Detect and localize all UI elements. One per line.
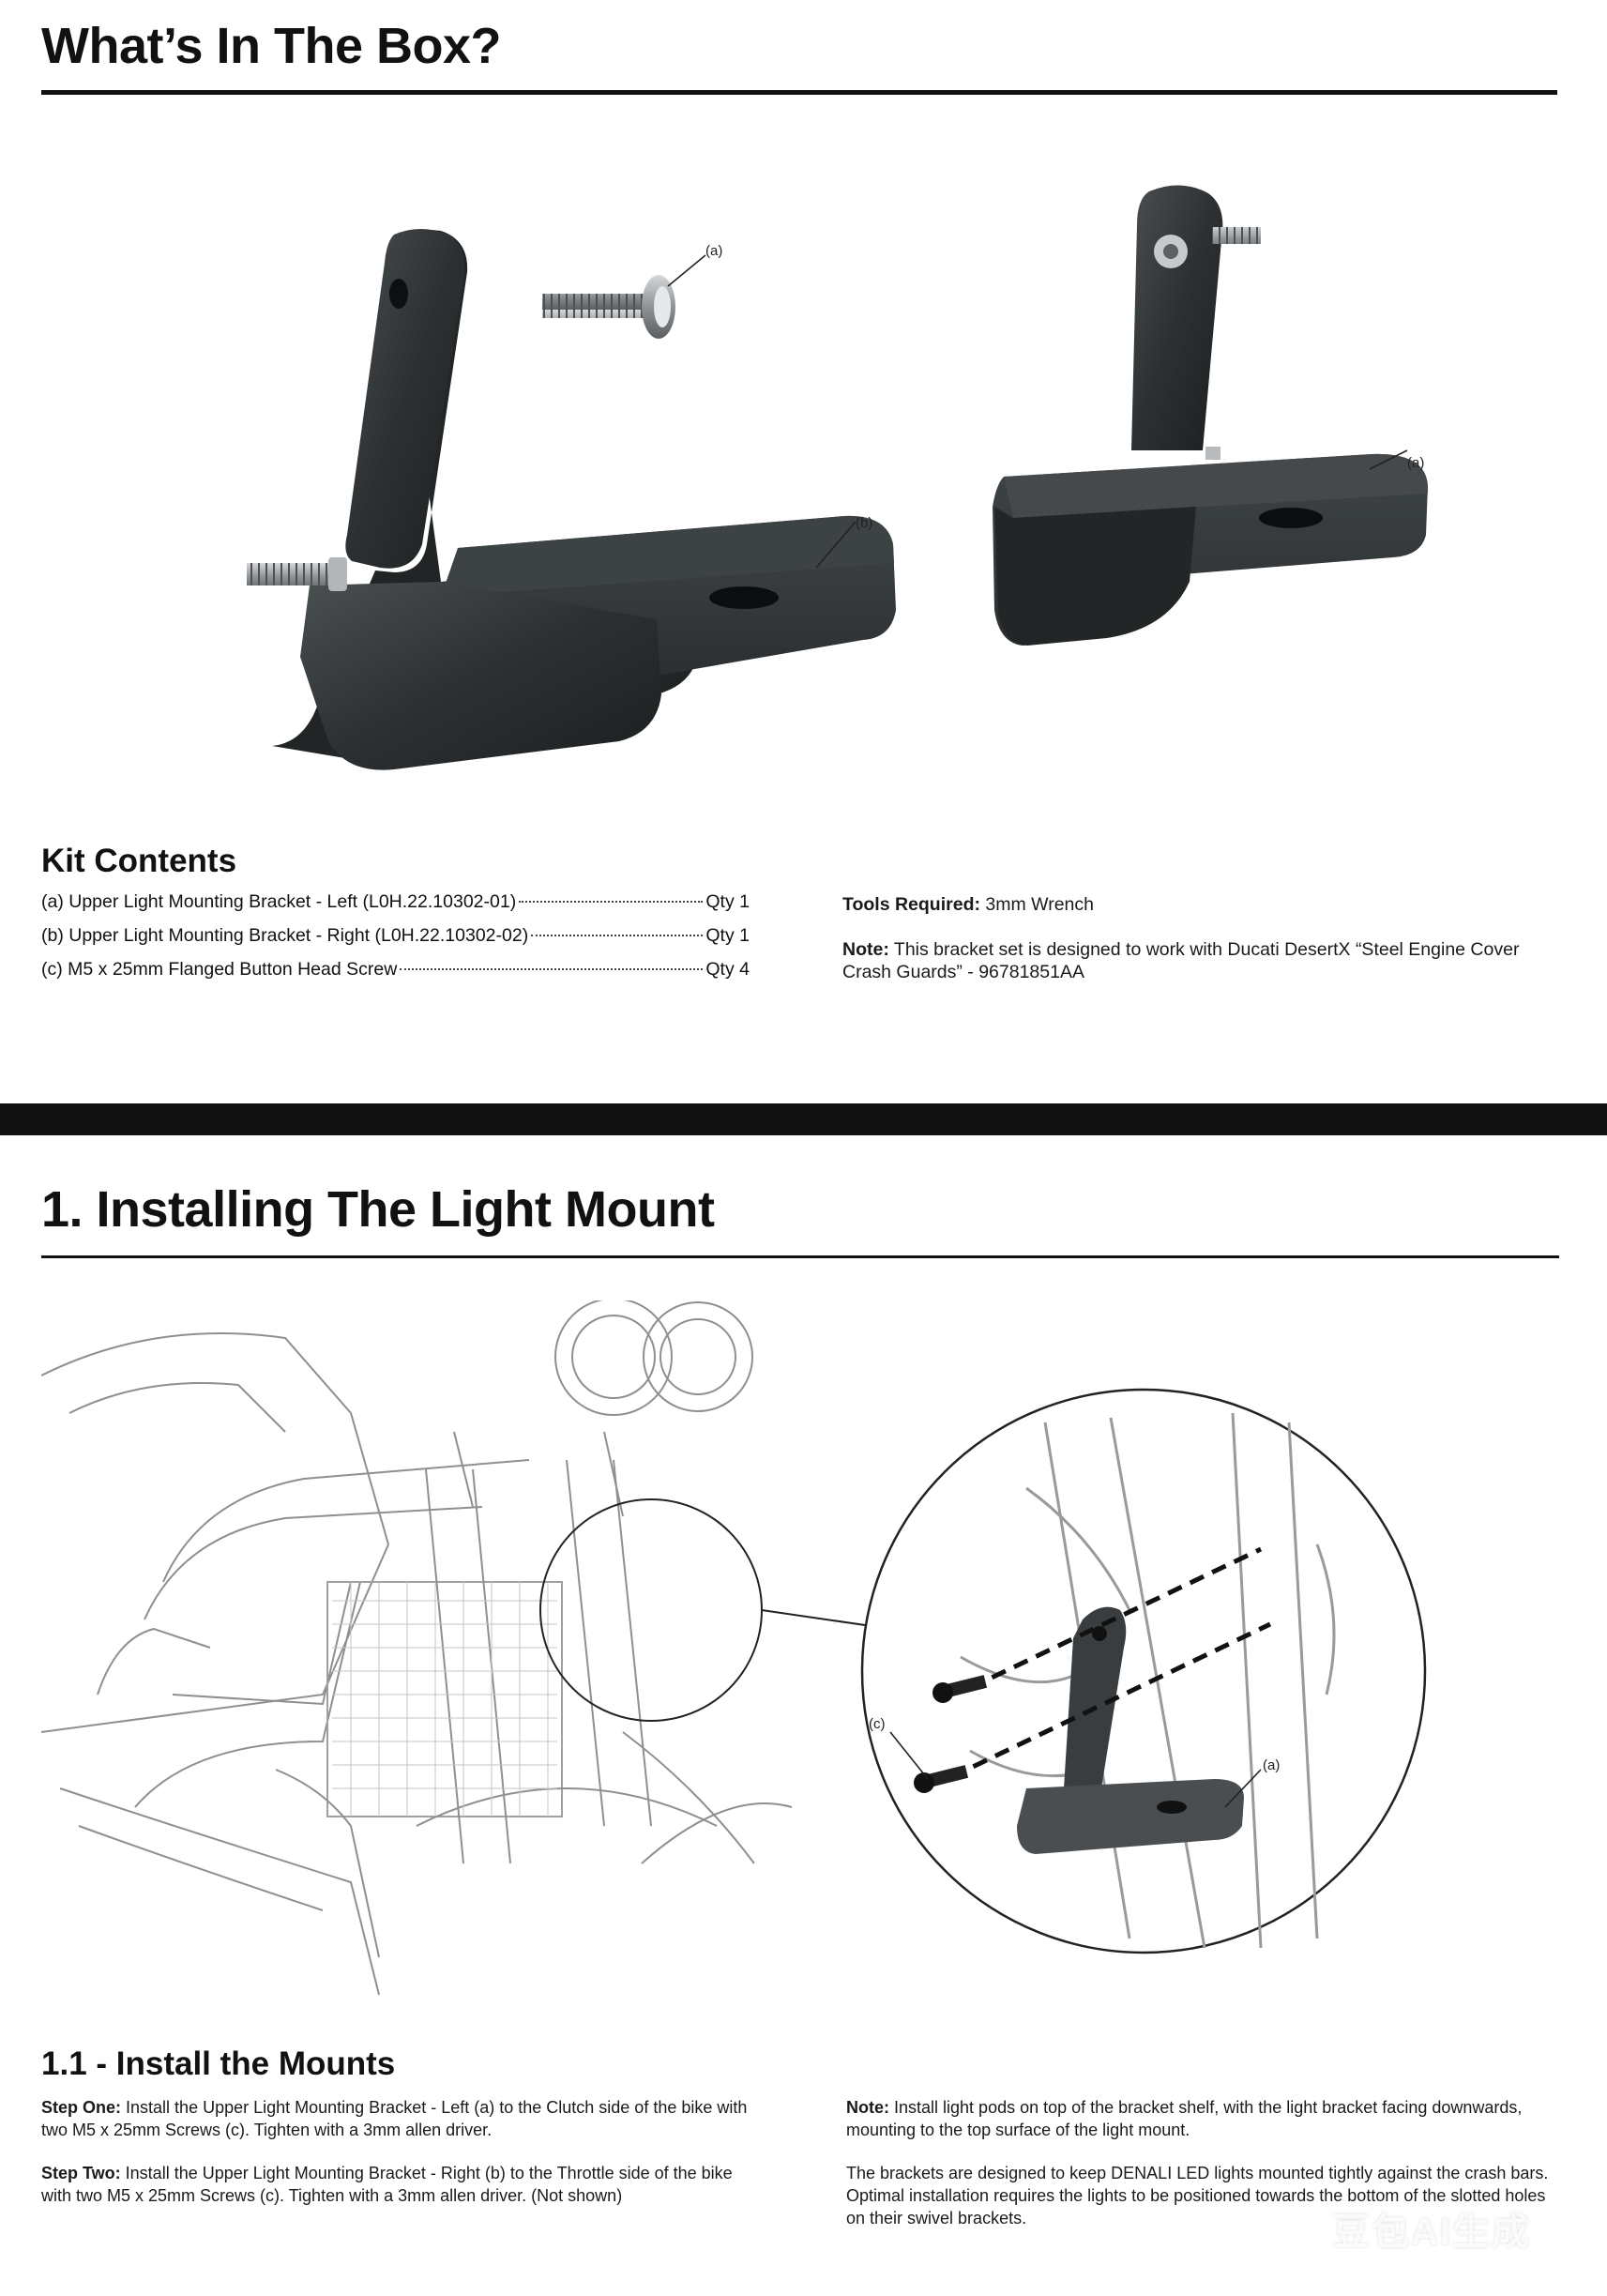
callout-b: (b)	[856, 515, 872, 531]
step-two-text: Install the Upper Light Mounting Bracket…	[41, 2164, 733, 2205]
steps-column: Step One: Install the Upper Light Mounti…	[41, 2096, 764, 2228]
step-one-text: Install the Upper Light Mounting Bracket…	[41, 2098, 748, 2139]
section-divider	[0, 1103, 1607, 1135]
callout-a1: (a)	[705, 243, 722, 259]
kit-item: (c) M5 x 25mm Flanged Button Head Screw …	[41, 959, 750, 993]
notes-column: Note: Install light pods on top of the b…	[846, 2096, 1559, 2250]
kit-item-qty: Qty 1	[705, 891, 750, 912]
bracket-left-image	[247, 229, 896, 770]
tools-value: 3mm Wrench	[985, 894, 1094, 915]
install-illustration: (c) (a)	[41, 1300, 1427, 1996]
kit-item-label: (b) Upper Light Mounting Bracket - Right…	[41, 925, 529, 946]
kit-note-label: Note:	[842, 939, 889, 960]
product-illustration: (a) (b) (a)	[247, 185, 1428, 770]
callout-lines	[667, 254, 1408, 569]
tools-label: Tools Required:	[842, 894, 980, 915]
section1-rule	[41, 1255, 1559, 1258]
watermark: 豆包AI生成	[1332, 2212, 1531, 2253]
kit-item-label: (c) M5 x 25mm Flanged Button Head Screw	[41, 959, 398, 980]
kit-item-label: (a) Upper Light Mounting Bracket - Left …	[41, 891, 517, 912]
step-one-label: Step One:	[41, 2098, 122, 2117]
install-callout-lines	[889, 1731, 1262, 1808]
install-note-2: The brackets are designed to keep DENALI…	[846, 2164, 1549, 2228]
motorcycle-sketch	[41, 1300, 793, 1996]
kit-heading: Kit Contents	[41, 843, 237, 879]
install-note: Note: Install light pods on top of the b…	[846, 2096, 1559, 2141]
kit-list: (a) Upper Light Mounting Bracket - Left …	[41, 891, 750, 993]
kit-note-text: This bracket set is designed to work wit…	[842, 939, 1520, 982]
callout-a: (a)	[1263, 1757, 1280, 1773]
kit-item-qty: Qty 1	[705, 925, 750, 946]
zoom-detail	[860, 1388, 1427, 1954]
box-title: What’s In The Box?	[41, 18, 502, 74]
tools-block: Tools Required: 3mm Wrench Note: This br…	[842, 891, 1537, 983]
radiator-grille	[332, 1582, 557, 1817]
kit-item: (b) Upper Light Mounting Bracket - Right…	[41, 925, 750, 959]
tools-required: Tools Required: 3mm Wrench	[842, 891, 1537, 918]
step-two: Step Two: Install the Upper Light Mounti…	[41, 2162, 764, 2207]
step-two-label: Step Two:	[41, 2164, 121, 2182]
box-title-rule	[41, 90, 1557, 95]
callout-c: (c)	[869, 1716, 886, 1732]
kit-item-qty: Qty 4	[705, 959, 750, 980]
kit-note: Note: This bracket set is designed to wo…	[842, 938, 1537, 983]
bracket-right-image	[993, 185, 1428, 646]
screw-image	[542, 275, 675, 339]
subsection-heading: 1.1 - Install the Mounts	[41, 2045, 396, 2082]
kit-item: (a) Upper Light Mounting Bracket - Left …	[41, 891, 750, 925]
leader-dots	[519, 901, 704, 903]
callout-a2: (a)	[1407, 455, 1424, 471]
section1-title: 1. Installing The Light Mount	[41, 1181, 715, 1238]
leader-dots	[531, 935, 704, 936]
install-note-label: Note:	[846, 2098, 889, 2117]
install-note-text: Install light pods on top of the bracket…	[846, 2098, 1523, 2139]
step-one: Step One: Install the Upper Light Mounti…	[41, 2096, 764, 2141]
leader-dots	[400, 968, 704, 970]
